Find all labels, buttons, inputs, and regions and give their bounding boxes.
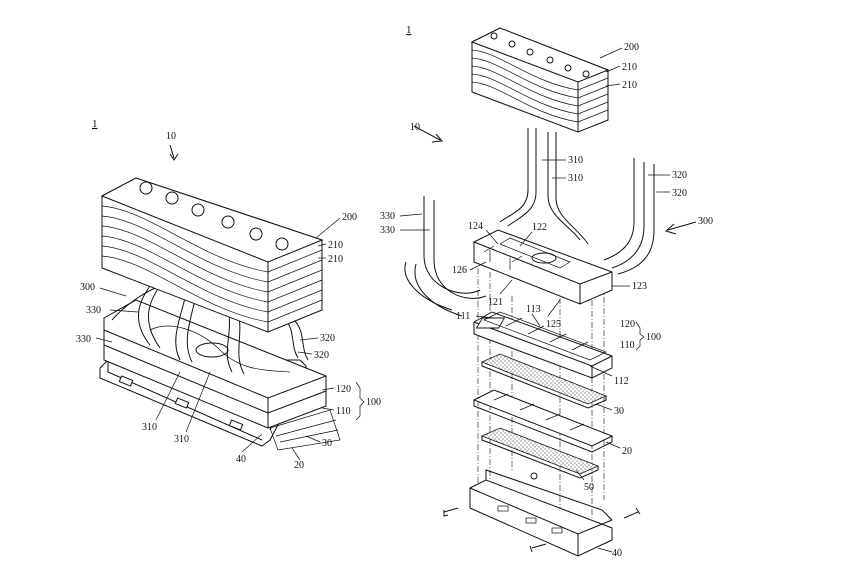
- left-label-20: 20: [294, 460, 304, 471]
- right-label-330b: 330: [380, 225, 395, 236]
- left-label-330a: 330: [86, 305, 101, 316]
- left-label-30: 30: [322, 438, 332, 449]
- left-label-120: 120: [336, 384, 351, 395]
- right-label-126: 126: [452, 265, 467, 276]
- right-label-113: 113: [526, 304, 541, 315]
- right-label-200: 200: [624, 42, 639, 53]
- left-assembled-view: 1 10 200 210 210 300 330 330 320 320 310…: [76, 118, 381, 471]
- right-label-120: 120: [620, 319, 635, 330]
- right-label-310b: 310: [568, 173, 583, 184]
- right-label-122: 122: [532, 222, 547, 233]
- left-label-10: 10: [166, 131, 176, 142]
- right-lower-plate: [473, 311, 613, 379]
- right-label-300: 300: [698, 216, 713, 227]
- right-label-112: 112: [614, 376, 629, 387]
- right-label-310a: 310: [568, 155, 583, 166]
- right-heat-pipes: [404, 128, 655, 317]
- left-label-310a: 310: [142, 422, 157, 433]
- left-label-320a: 320: [320, 333, 335, 344]
- right-label-10: 10: [410, 122, 420, 133]
- left-base-plates: [103, 299, 341, 451]
- right-heatsink-bolts: [490, 32, 590, 78]
- right-label-320b: 320: [672, 188, 687, 199]
- left-heatsink-bolts: [139, 181, 289, 251]
- right-label-110: 110: [620, 340, 635, 351]
- left-label-210a: 210: [328, 240, 343, 251]
- left-label-40: 40: [236, 454, 246, 465]
- right-label-124: 124: [468, 221, 483, 232]
- left-label-210b: 210: [328, 254, 343, 265]
- right-label-121: 121: [488, 297, 503, 308]
- right-thermal-pad: [480, 353, 608, 409]
- right-label-123: 123: [632, 281, 647, 292]
- left-heatsink: [100, 177, 324, 333]
- right-label-30: 30: [614, 406, 624, 417]
- right-figure-ref: 1: [406, 24, 412, 36]
- right-second-pad: [480, 427, 600, 479]
- left-label-310b: 310: [174, 434, 189, 445]
- right-label-330a: 330: [380, 211, 395, 222]
- right-bracket: [469, 469, 613, 557]
- right-label-100: 100: [646, 332, 661, 343]
- right-label-111: 111: [456, 311, 470, 322]
- right-heatsink: [470, 27, 610, 133]
- left-label-320b: 320: [314, 350, 329, 361]
- right-screws: [443, 507, 641, 553]
- right-upper-plate: [473, 229, 613, 305]
- right-label-50: 50: [584, 482, 594, 493]
- right-label-40: 40: [612, 548, 622, 559]
- right-module: [472, 389, 614, 453]
- left-label-300: 300: [80, 282, 95, 293]
- left-label-200: 200: [342, 212, 357, 223]
- right-label-320a: 320: [672, 170, 687, 181]
- right-label-20: 20: [622, 446, 632, 457]
- right-label-210b: 210: [622, 80, 637, 91]
- left-figure-ref: 1: [92, 118, 98, 130]
- right-label-210a: 210: [622, 62, 637, 73]
- left-label-330b: 330: [76, 334, 91, 345]
- right-label-125: 125: [546, 319, 561, 330]
- right-exploded-view: 1 10 200 210 210 310 310 320 320 300 330…: [380, 24, 713, 559]
- left-label-110: 110: [336, 406, 351, 417]
- left-label-100: 100: [366, 397, 381, 408]
